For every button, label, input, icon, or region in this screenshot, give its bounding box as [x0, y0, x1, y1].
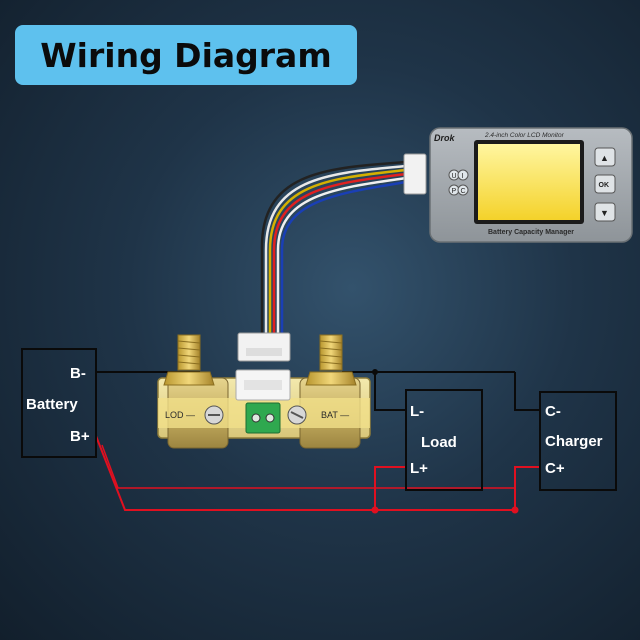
- cable-connector-top: [403, 153, 427, 195]
- load-pos-label: L+: [410, 460, 428, 477]
- shunt-bat-label: BAT —: [321, 410, 349, 420]
- side-button-i[interactable]: I: [457, 169, 469, 181]
- left-screw: [204, 405, 224, 425]
- title-banner: Wiring Diagram: [15, 25, 357, 85]
- node-pos-1: [371, 506, 379, 514]
- up-button[interactable]: ▲: [594, 147, 616, 167]
- svg-text:I: I: [462, 173, 464, 180]
- right-screw: [287, 405, 307, 425]
- charger-box: C- Charger C+: [539, 391, 617, 491]
- svg-text:OK: OK: [599, 182, 610, 189]
- green-terminal-block: [245, 402, 281, 434]
- signal-cable: [260, 160, 407, 335]
- side-button-p[interactable]: P: [448, 184, 460, 196]
- battery-box: B- Battery B+: [21, 348, 97, 458]
- ok-button[interactable]: OK: [594, 174, 616, 194]
- side-button-c[interactable]: C: [457, 184, 469, 196]
- svg-text:U: U: [452, 173, 457, 180]
- monitor-subtitle: Battery Capacity Manager: [488, 229, 574, 236]
- wire-load-neg: [374, 372, 406, 411]
- positive-nodes: [371, 506, 519, 514]
- wire-charger-pos: [514, 466, 540, 510]
- wire-charger-neg: [514, 372, 540, 411]
- svg-text:C: C: [461, 188, 466, 195]
- cable-connector-bottom: [237, 332, 291, 362]
- right-terminal-bolt: [305, 334, 357, 386]
- charger-pos-label: C+: [545, 460, 565, 477]
- load-box: L- Load L+: [405, 389, 483, 491]
- brand-logo: Drok: [434, 133, 455, 143]
- positive-wires: [95, 435, 540, 511]
- charger-neg-label: C-: [545, 403, 561, 420]
- monitor-screen: [478, 144, 580, 220]
- wire-battery-pos-b: [101, 444, 515, 489]
- charger-label: Charger: [545, 433, 603, 450]
- battery-monitor: Drok 2.4-inch Color LCD Monitor Battery …: [429, 127, 633, 243]
- node-neg-1: [372, 369, 378, 375]
- left-terminal-bolt: [163, 334, 215, 386]
- load-neg-label: L-: [410, 403, 424, 420]
- up-arrow-icon: ▲: [600, 153, 609, 163]
- monitor-model-text: 2.4-inch Color LCD Monitor: [484, 132, 565, 139]
- battery-neg-label: B-: [70, 365, 86, 382]
- svg-text:P: P: [452, 188, 457, 195]
- down-button[interactable]: ▼: [594, 202, 616, 222]
- load-label: Load: [421, 434, 457, 451]
- wire-load-pos: [374, 466, 406, 510]
- battery-pos-label: B+: [70, 428, 90, 445]
- shunt-connector: [235, 369, 291, 401]
- node-pos-2: [511, 506, 519, 514]
- negative-nodes: [372, 369, 378, 375]
- page-title: Wiring Diagram: [40, 35, 332, 75]
- shunt-load-label: LOD —: [165, 410, 195, 420]
- battery-label: Battery: [26, 396, 78, 413]
- down-arrow-icon: ▼: [600, 208, 609, 218]
- shunt: LOD — BAT —: [157, 334, 371, 449]
- wire-battery-pos-a: [95, 435, 515, 511]
